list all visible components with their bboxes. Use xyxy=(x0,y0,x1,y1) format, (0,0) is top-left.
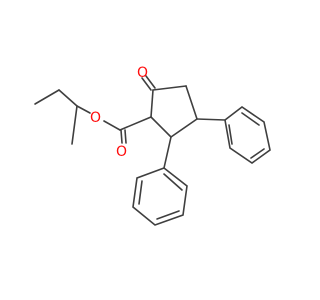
phenyl1-ring xyxy=(132,167,188,226)
bond-ring-phenyl1 xyxy=(163,136,172,169)
phenyl2-inner-b xyxy=(250,148,265,159)
bond-ring-phenyl2 xyxy=(196,118,226,121)
phenyl2-inner-c xyxy=(228,124,233,145)
bond-ethyl-c1-c2 xyxy=(34,89,60,105)
bond-methyl xyxy=(71,105,78,145)
ester-oxygen-label: O xyxy=(90,110,101,126)
phenyl2-ring xyxy=(224,106,271,164)
bond-ethyl-c2-c3 xyxy=(58,89,78,107)
ring-bond-2 xyxy=(152,85,187,91)
structure-canvas: O O O xyxy=(34,65,271,226)
ring-bond-3 xyxy=(185,85,198,120)
bond-c3-oester xyxy=(76,105,91,114)
ring-bond-5 xyxy=(150,116,172,138)
bond-oester-carbonylc xyxy=(103,120,121,131)
bond-carbonyl-double-b xyxy=(124,129,127,144)
ketone-double-a xyxy=(141,77,152,91)
phenyl1-inner-c xyxy=(163,173,183,191)
phenyl2-inner-a xyxy=(241,112,260,126)
ring-bond-1 xyxy=(150,89,154,118)
bond-carbonyl-double-a xyxy=(120,129,123,144)
bond-carbonylc-ring xyxy=(119,116,152,131)
ring-bond-4 xyxy=(170,118,198,138)
carbonyl-oxygen-label: O xyxy=(116,144,127,160)
phenyl1-inner-a xyxy=(138,180,143,205)
ketone-oxygen-label: O xyxy=(137,65,148,81)
ketone-double-b xyxy=(145,75,156,89)
phenyl1-inner-b xyxy=(156,210,180,220)
molecule-drawing: O O O xyxy=(34,65,271,226)
